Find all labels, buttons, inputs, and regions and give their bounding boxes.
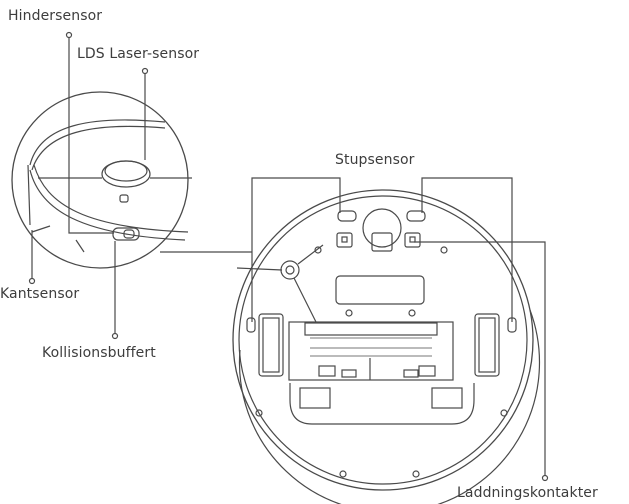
label-lds-laser-sensor: LDS Laser-sensor	[77, 46, 200, 62]
label-kantsensor: Kantsensor	[0, 286, 80, 302]
leader-lines-left	[28, 31, 252, 340]
label-kollisionsbuffert: Kollisionsbuffert	[42, 345, 156, 361]
label-stupsensor: Stupsensor	[335, 152, 415, 168]
robot-top-view	[11, 91, 192, 269]
leader-lines-right	[251, 177, 549, 482]
label-laddningskontakter: Laddningskontakter	[457, 485, 598, 501]
robot-bottom-view	[232, 189, 541, 504]
label-hindersensor: Hindersensor	[8, 8, 103, 24]
